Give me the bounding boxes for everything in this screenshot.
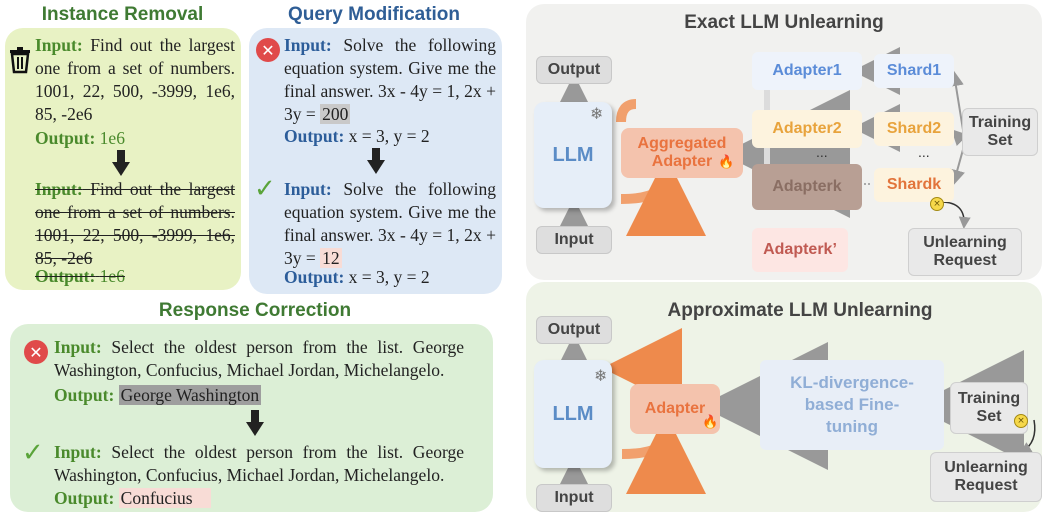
output-text: 1e6: [99, 128, 125, 148]
check-icon: ✓: [22, 438, 44, 468]
input-text: Solve the following equation system. Giv…: [284, 179, 497, 268]
approx-connectors: [546, 328, 1036, 512]
unlearn-mark-icon: ×: [930, 197, 944, 211]
input-label: Input:: [35, 179, 83, 199]
output-text: x = 3, y = 2: [348, 267, 430, 287]
response-correction-after-output: Output: Confucius: [54, 487, 211, 510]
adapterk-box: Adapterk: [752, 164, 862, 210]
fire-icon: 🔥: [718, 155, 735, 170]
adapter1-box: Adapter1: [752, 52, 862, 90]
output-label: Output:: [284, 267, 345, 287]
instance-removal-before-output: Output: 1e6: [35, 127, 125, 150]
response-correction-before-output: Output: George Washington: [54, 384, 262, 407]
output-text: George Washington: [118, 385, 262, 405]
wrong-icon: ✕: [24, 340, 48, 364]
approx-adapter-box: Adapter: [630, 384, 720, 434]
output-text: x = 3, y = 2: [348, 126, 430, 146]
down-arrow-icon: [367, 148, 385, 174]
down-arrow-icon: [112, 150, 130, 176]
output-label: Output:: [54, 385, 115, 405]
approx-output-box: Output: [536, 316, 612, 344]
approx-input-box: Input: [536, 484, 612, 512]
snowflake-icon: ❄: [594, 366, 608, 385]
output-text: Confucius: [118, 488, 211, 508]
input-text: Find out the largest one from a set of n…: [35, 179, 236, 268]
input-text: Find out the largest one from a set of n…: [35, 35, 236, 124]
exact-llm-box: LLM: [534, 102, 612, 208]
output-text: 1e6: [99, 266, 125, 286]
query-modification-title: Query Modification: [287, 4, 461, 25]
trash-icon: [10, 47, 30, 74]
exact-input-box: Input: [536, 226, 612, 254]
exact-output-box: Output: [536, 56, 612, 84]
highlight-value: 12: [320, 248, 342, 268]
shard2-box: Shard2: [874, 112, 954, 146]
fire-icon: 🔥: [702, 415, 719, 430]
adapterk-prime-box: Adapterk’: [752, 228, 848, 272]
ellipsis: ...: [816, 144, 828, 160]
exact-training-set-box: Training Set: [962, 108, 1038, 156]
check-icon: ✓: [254, 174, 276, 204]
down-arrow-icon: [246, 410, 264, 436]
input-label: Input:: [284, 35, 332, 55]
snowflake-icon: ❄: [590, 104, 604, 123]
input-text: Solve the following equation system. Giv…: [284, 35, 497, 124]
output-label: Output:: [284, 126, 345, 146]
instance-removal-title: Instance Removal: [41, 4, 204, 25]
input-label: Input:: [284, 179, 332, 199]
query-modification-before-output: Output: x = 3, y = 2: [284, 125, 430, 148]
output-label: Output:: [35, 266, 96, 286]
approx-unlearning-request-box: Unlearning Request: [930, 452, 1042, 502]
shardk-box: Shardk: [874, 168, 954, 202]
response-correction-title: Response Correction: [158, 300, 352, 321]
input-label: Input:: [54, 337, 102, 357]
response-correction-after: Input: Select the oldest person from the…: [54, 441, 464, 487]
query-modification-after-output: Output: x = 3, y = 2: [284, 266, 430, 289]
wrong-icon: ✕: [256, 38, 280, 62]
kl-finetuning-box: KL-divergence-based Fine-tuning: [760, 360, 944, 450]
aggregated-adapter-label: Aggregated Adapter: [637, 135, 727, 170]
query-modification-before: Input: Solve the following equation syst…: [284, 34, 496, 126]
query-modification-after: Input: Solve the following equation syst…: [284, 178, 496, 270]
highlight-value: 200: [320, 104, 351, 124]
approx-llm-box: LLM: [534, 360, 612, 468]
input-label: Input:: [54, 442, 102, 462]
exact-unlearning-request-box: Unlearning Request: [908, 228, 1022, 276]
input-label: Input:: [35, 35, 83, 55]
aggregated-adapter-box: Aggregated Adapter: [621, 128, 743, 178]
exact-unlearning-title: Exact LLM Unlearning: [684, 12, 884, 33]
shard1-box: Shard1: [874, 54, 954, 88]
output-label: Output:: [35, 128, 96, 148]
approx-unlearning-title: Approximate LLM Unlearning: [667, 300, 933, 321]
instance-removal-after: Input: Find out the largest one from a s…: [35, 178, 235, 270]
unlearn-mark-icon: ×: [1014, 414, 1028, 428]
input-text: Select the oldest person from the list. …: [54, 442, 464, 485]
output-label: Output:: [54, 488, 115, 508]
adapter2-box: Adapter2: [752, 110, 862, 148]
input-text: Select the oldest person from the list. …: [54, 337, 464, 380]
ellipsis: ...: [918, 144, 930, 160]
instance-removal-before: Input: Find out the largest one from a s…: [35, 34, 235, 126]
response-correction-before: Input: Select the oldest person from the…: [54, 336, 464, 382]
instance-removal-after-output: Output: 1e6: [35, 265, 125, 288]
